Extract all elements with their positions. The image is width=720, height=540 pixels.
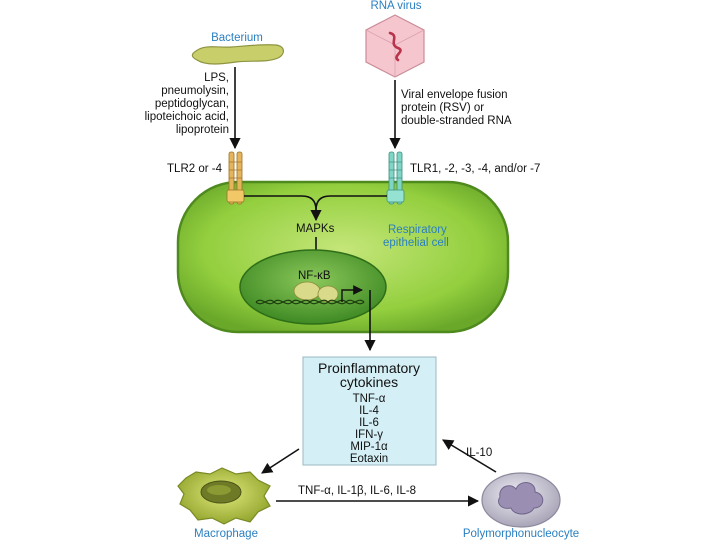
cytokine-il4: IL-4 [359, 405, 379, 417]
cytokine-eotaxin: Eotaxin [350, 453, 388, 465]
bacterium-icon [191, 44, 284, 65]
cytokine-il6: IL-6 [359, 417, 379, 429]
cytokine-title-line-2: cytokines [340, 374, 398, 390]
cytokine-ifn-gamma: IFN-γ [355, 429, 383, 441]
bacterial-ligand-5: lipoprotein [176, 124, 229, 136]
cell-label-line-1: Respiratory [388, 224, 447, 236]
mapks-label: MAPKs [296, 223, 335, 235]
viral-ligand-3: double-stranded RNA [401, 115, 512, 127]
transcription-start-arrow [341, 285, 363, 302]
nfkb-subunit-2-icon [317, 285, 339, 303]
tlr2-label: TLR2 or -4 [167, 163, 223, 175]
dna-strand-icon [255, 299, 365, 305]
tlr2-receptor-icon [226, 151, 245, 205]
cytokine-mip1-alpha: MIP-1α [350, 441, 388, 453]
viral-ligand-2: protein (RSV) or [401, 102, 484, 114]
bacterial-ligand-4: lipoteichoic acid, [145, 111, 229, 123]
bacterial-ligand-1: LPS, [204, 72, 229, 84]
bottom-cytokines-label: TNF-α, IL-1β, IL-6, IL-8 [298, 485, 416, 497]
nfkb-subunit-1-icon [293, 281, 321, 301]
tlr1-label: TLR1, -2, -3, -4, and/or -7 [410, 163, 540, 175]
tlr1-signal-line [315, 195, 387, 211]
cytokine-title-line-1: Proinflammatory [318, 360, 420, 376]
bacterial-ligand-3: peptidoglycan, [155, 98, 229, 110]
il10-label: IL-10 [466, 447, 492, 459]
bacterial-ligand-2: pneumolysin, [161, 85, 229, 97]
cytokine-tnf-alpha: TNF-α [353, 393, 386, 405]
nfkb-label: NF-κB [298, 270, 331, 282]
cytokines-to-macrophage-arrow [261, 448, 300, 474]
polymorphonucleocyte-label: Polymorphonucleocyte [463, 528, 579, 540]
macrophage-label: Macrophage [194, 528, 258, 540]
pmn-to-cytokines-arrow [442, 439, 497, 473]
bacterium-label: Bacterium [211, 32, 263, 44]
viral-ligand-1: Viral envelope fusion [401, 89, 508, 101]
cytokine-box [302, 356, 437, 466]
cell-label-line-2: epithelial cell [383, 237, 449, 249]
rna-virus-label: RNA virus [370, 0, 421, 12]
tlr1-receptor-icon [386, 151, 405, 205]
